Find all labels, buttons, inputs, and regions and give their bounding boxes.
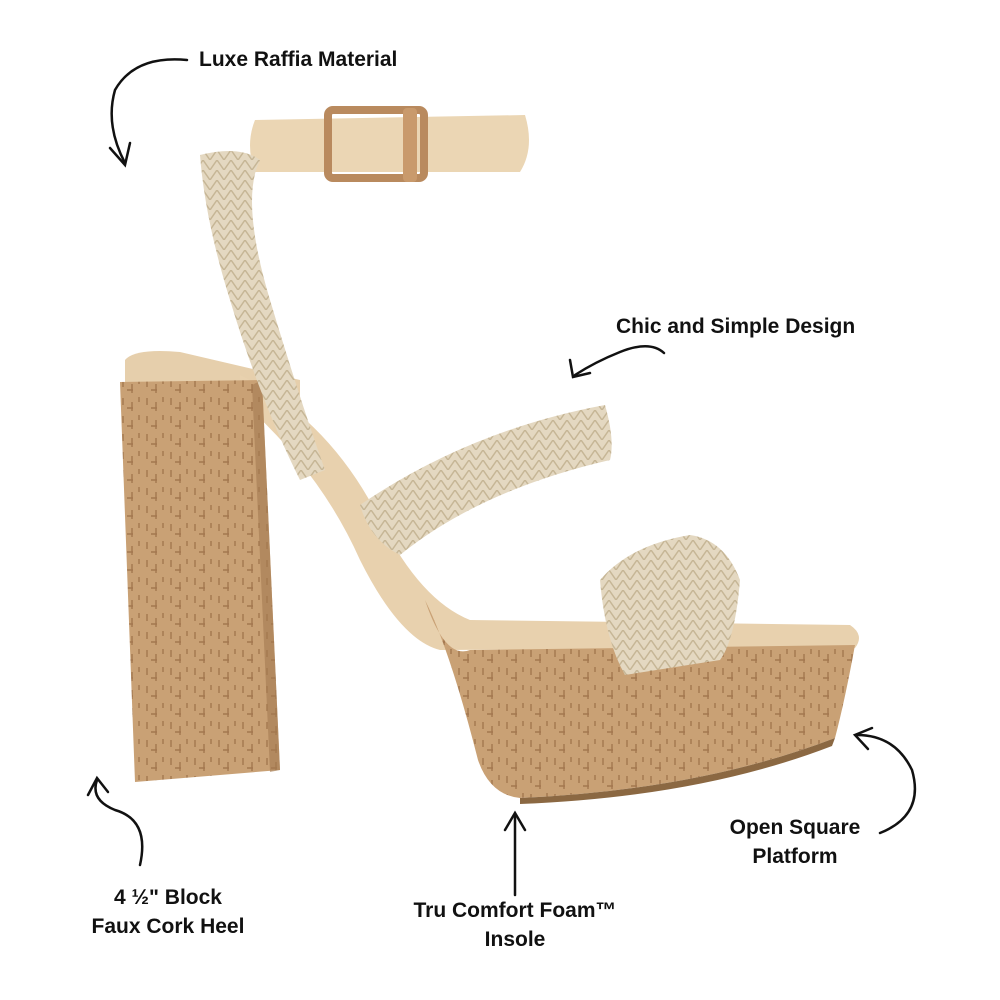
callout-insole-line1: Tru Comfort Foam™ <box>413 899 617 922</box>
footbed <box>240 375 859 650</box>
callout-heel-line1: 4 ½" Block <box>113 886 222 909</box>
ankle-strap <box>250 115 529 172</box>
block-heel <box>120 380 280 782</box>
callout-platform-line1: Open Square <box>729 816 861 839</box>
arrow-platform-icon <box>855 733 917 835</box>
diagonal-raffia-strap <box>200 151 325 480</box>
arrow-heel-icon <box>94 778 144 867</box>
arrow-design-icon <box>573 345 666 377</box>
callout-platform-line2: Platform <box>752 845 838 868</box>
toe-raffia-strap <box>600 535 740 675</box>
callout-heel-line2: Faux Cork Heel <box>91 915 245 938</box>
arrow-raffia-icon <box>110 58 189 165</box>
callout-insole-line2: Insole <box>484 928 546 951</box>
callout-raffia: Luxe Raffia Material <box>199 48 398 71</box>
callout-design: Chic and Simple Design <box>616 315 856 338</box>
callout-platform: Open Square Platform <box>695 813 895 871</box>
buckle <box>324 106 428 182</box>
middle-raffia-strap <box>360 405 612 555</box>
platform <box>425 600 855 798</box>
callout-insole: Tru Comfort Foam™ Insole <box>385 896 645 954</box>
callout-heel: 4 ½" Block Faux Cork Heel <box>58 883 278 941</box>
